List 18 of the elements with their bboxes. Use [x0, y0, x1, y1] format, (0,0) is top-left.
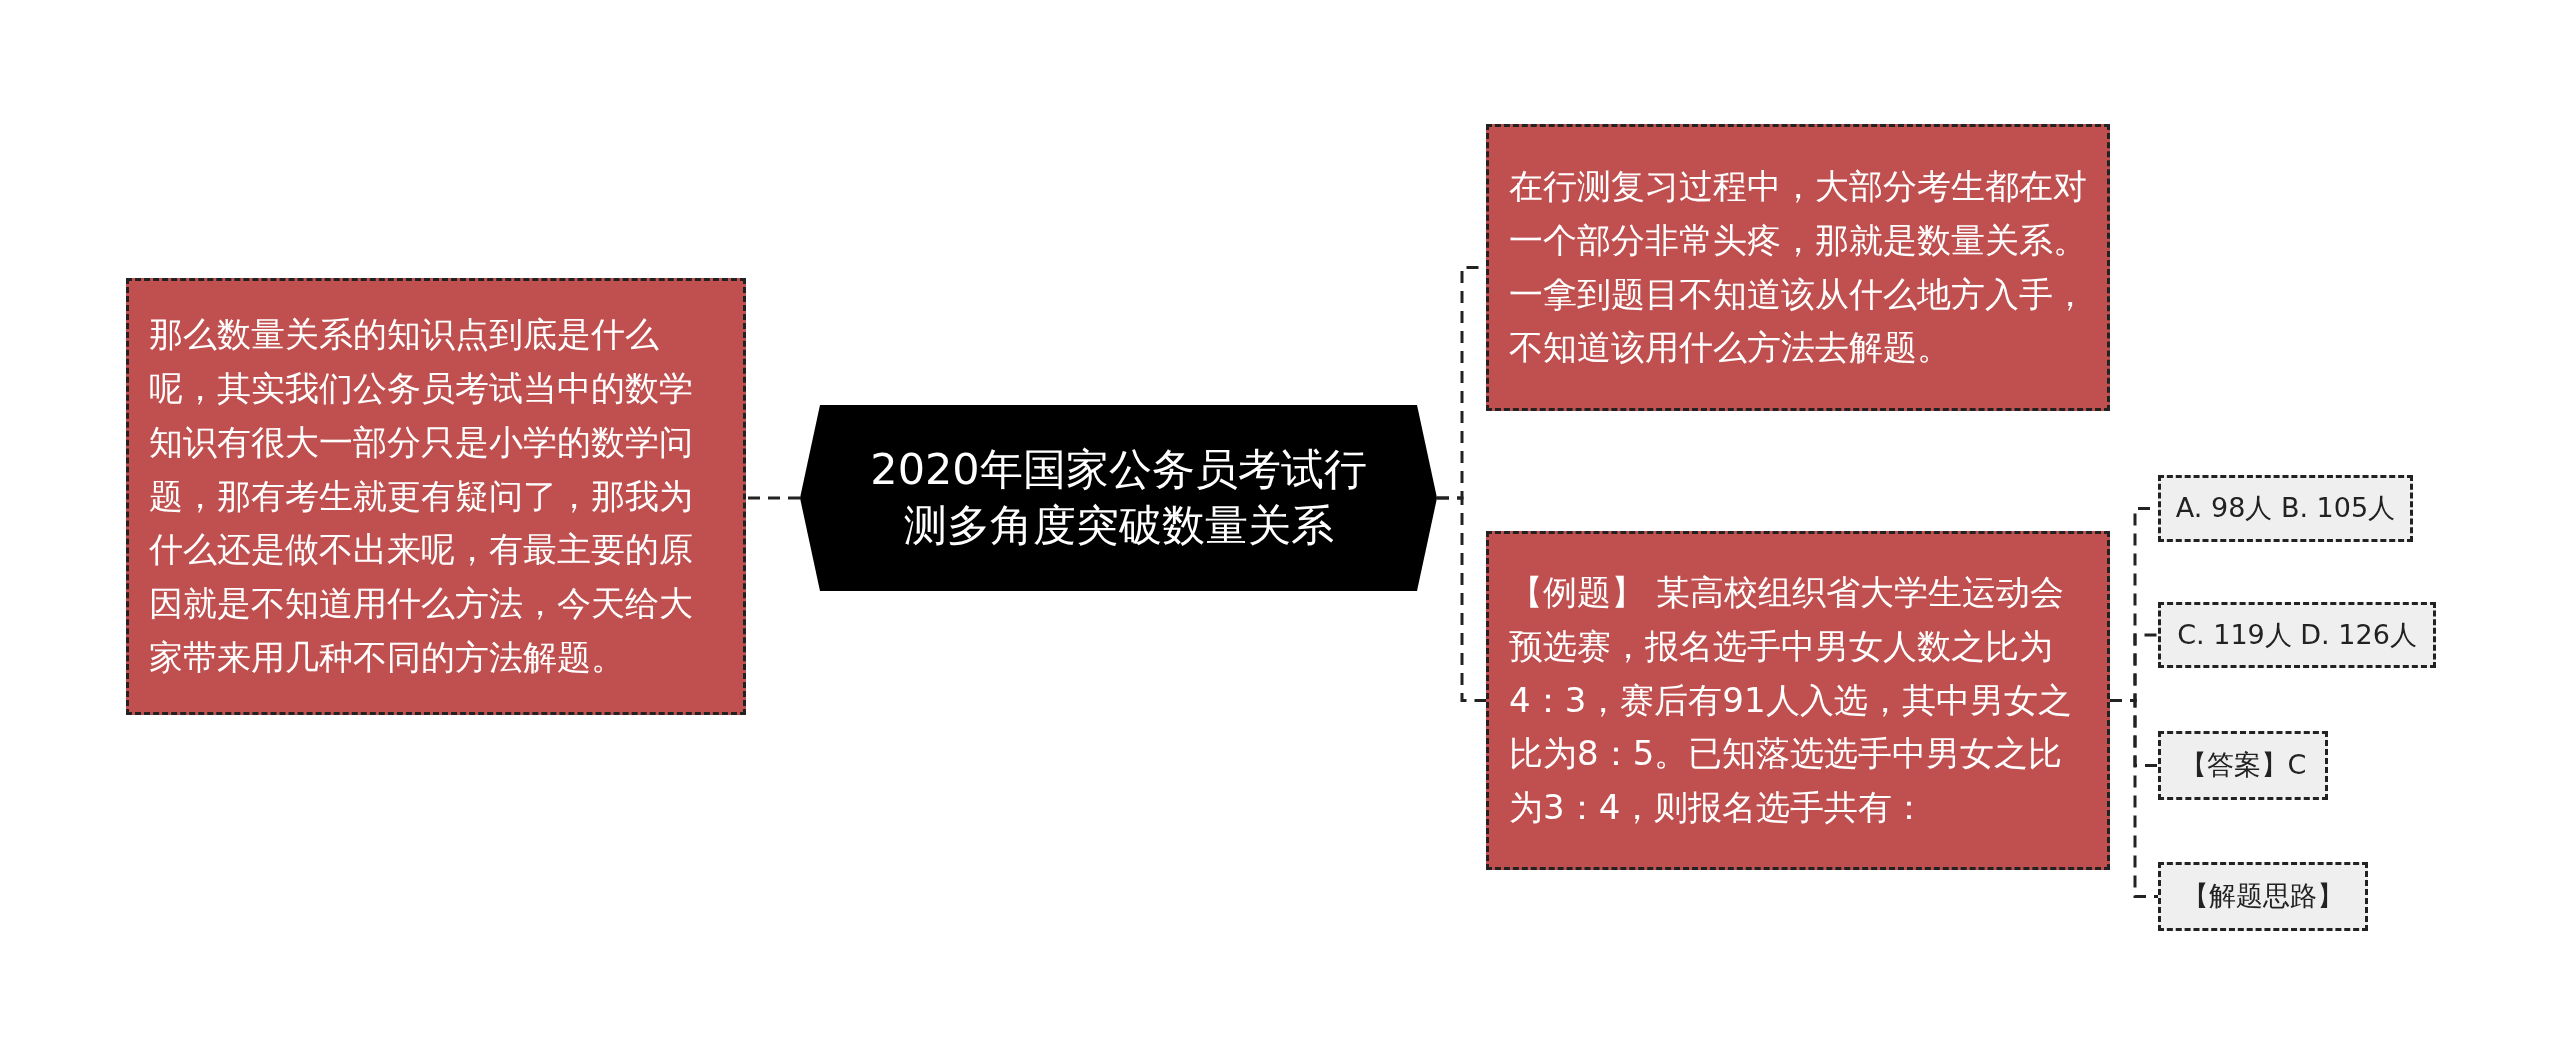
topic-title: 2020年国家公务员考试行测多角度突破数量关系	[869, 443, 1368, 552]
connector-line	[746, 496, 800, 500]
connector-line	[1437, 496, 1486, 702]
answer-card	[2158, 602, 2436, 668]
card-text: 那么数量关系的知识点到底是什么呢，其实我们公务员考试当中的数学知识有很大一部分只是小学的数学问题，那有考生就更有疑问了，那我为什么还是做不出来呢，有最主要的原因就是不知道用什么方法，今天给大家带来用几种不同的方法解题。	[149, 313, 694, 679]
card-text: 【例题】 某高校组织省大学生运动会预选赛，报名选手中男女人数之比为4：3，赛后有91人入选，其中男女之比为8：5。已知落选选手中男女之比为3：4，则报名选手共有：	[1509, 571, 2073, 830]
topic-card	[126, 278, 746, 715]
card-text: 【解题思路】	[2182, 880, 2344, 913]
connector-line	[2110, 699, 2158, 898]
answer-card	[2158, 475, 2413, 542]
card-text: A. 98人 B. 105人	[2175, 492, 2396, 525]
answer-card	[2158, 862, 2368, 931]
card-text: 【答案】C	[2179, 749, 2307, 782]
answer-card	[2158, 731, 2328, 800]
topic-card	[1486, 531, 2110, 870]
card-text: 在行测复习过程中，大部分考生都在对一个部分非常头疼，那就是数量关系。一拿到题目不知道该从什么地方入手，不知道该用什么方法去解题。	[1509, 165, 2087, 370]
topic-card	[1486, 124, 2110, 411]
card-text: C. 119人 D. 126人	[2177, 618, 2417, 652]
